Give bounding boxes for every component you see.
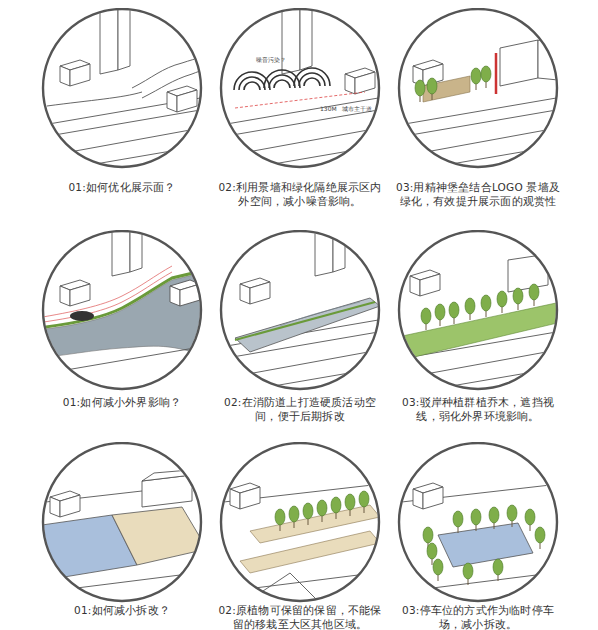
circle-border [43, 231, 201, 389]
circle-border [221, 231, 379, 389]
circle-outline [393, 230, 563, 392]
sketch-2 [215, 3, 390, 174]
circle-outline [37, 230, 207, 392]
step-caption: 02:在消防道上打造硬质活动空间，便于后期拆改 [215, 395, 385, 423]
circle-border [43, 443, 201, 601]
step-circle: 03:驳岸种植群植乔木，遮挡视线，弱化外界环境影响。 [393, 230, 563, 425]
step-caption: 03:停车位的方式作为临时停车场，减小拆改。 [393, 603, 563, 630]
circle-border [399, 231, 557, 389]
sketch-1 [37, 3, 214, 174]
step-circle: 02:在消防道上打造硬质活动空间，便于后期拆改 [215, 230, 385, 425]
sketch-8 [215, 483, 390, 603]
step-circle: 01:如何优化展示面？ [37, 8, 207, 210]
sketch-note: 城市主干道 [342, 105, 372, 112]
circle-outline [215, 8, 385, 170]
step-circle: 01:如何减小拆改？ [37, 442, 207, 630]
step-caption: 03:用精神堡垒结合LOGO 景墙及绿化，有效提升展示面的观赏性 [393, 180, 563, 208]
circle-border [221, 9, 379, 167]
step-circle: 01:如何减小外界影响？ [37, 230, 207, 425]
sketch-note: 噪音污染？ [256, 56, 286, 63]
circle-border [399, 9, 557, 167]
circle-outline [37, 442, 207, 604]
step-circle: 03:停车位的方式作为临时停车场，减小拆改。 [393, 442, 563, 630]
step-caption: 01:如何优化展示面？ [37, 180, 207, 194]
circle-outline [215, 230, 385, 392]
sketch-6 [393, 254, 570, 396]
step-caption: 01:如何减小拆改？ [37, 603, 207, 617]
circle-border [221, 443, 379, 601]
circle-border [399, 443, 557, 601]
step-caption: 02:利用景墙和绿化隔绝展示区内外空间，减小噪音影响。 [215, 180, 385, 208]
step-caption: 02:原植物可保留的保留，不能保留的移栽至大区其他区域。 [215, 603, 385, 630]
circle-outline [393, 8, 563, 170]
sketch-note: 130M [320, 105, 337, 112]
step-caption: 03:驳岸种植群植乔木，遮挡视线，弱化外界环境影响。 [393, 395, 563, 423]
circle-outline [393, 442, 563, 604]
circle-outline [215, 442, 385, 604]
step-caption: 01:如何减小外界影响？ [37, 395, 207, 409]
circle-outline [37, 8, 207, 170]
step-circle: 02:原植物可保留的保留，不能保留的移栽至大区其他区域。 [215, 442, 385, 630]
circle-border [43, 9, 201, 167]
sketch-3 [393, 40, 568, 174]
sketch-5 [215, 205, 390, 396]
step-circle: 03:用精神堡垒结合LOGO 景墙及绿化，有效提升展示面的观赏性 [393, 8, 563, 210]
